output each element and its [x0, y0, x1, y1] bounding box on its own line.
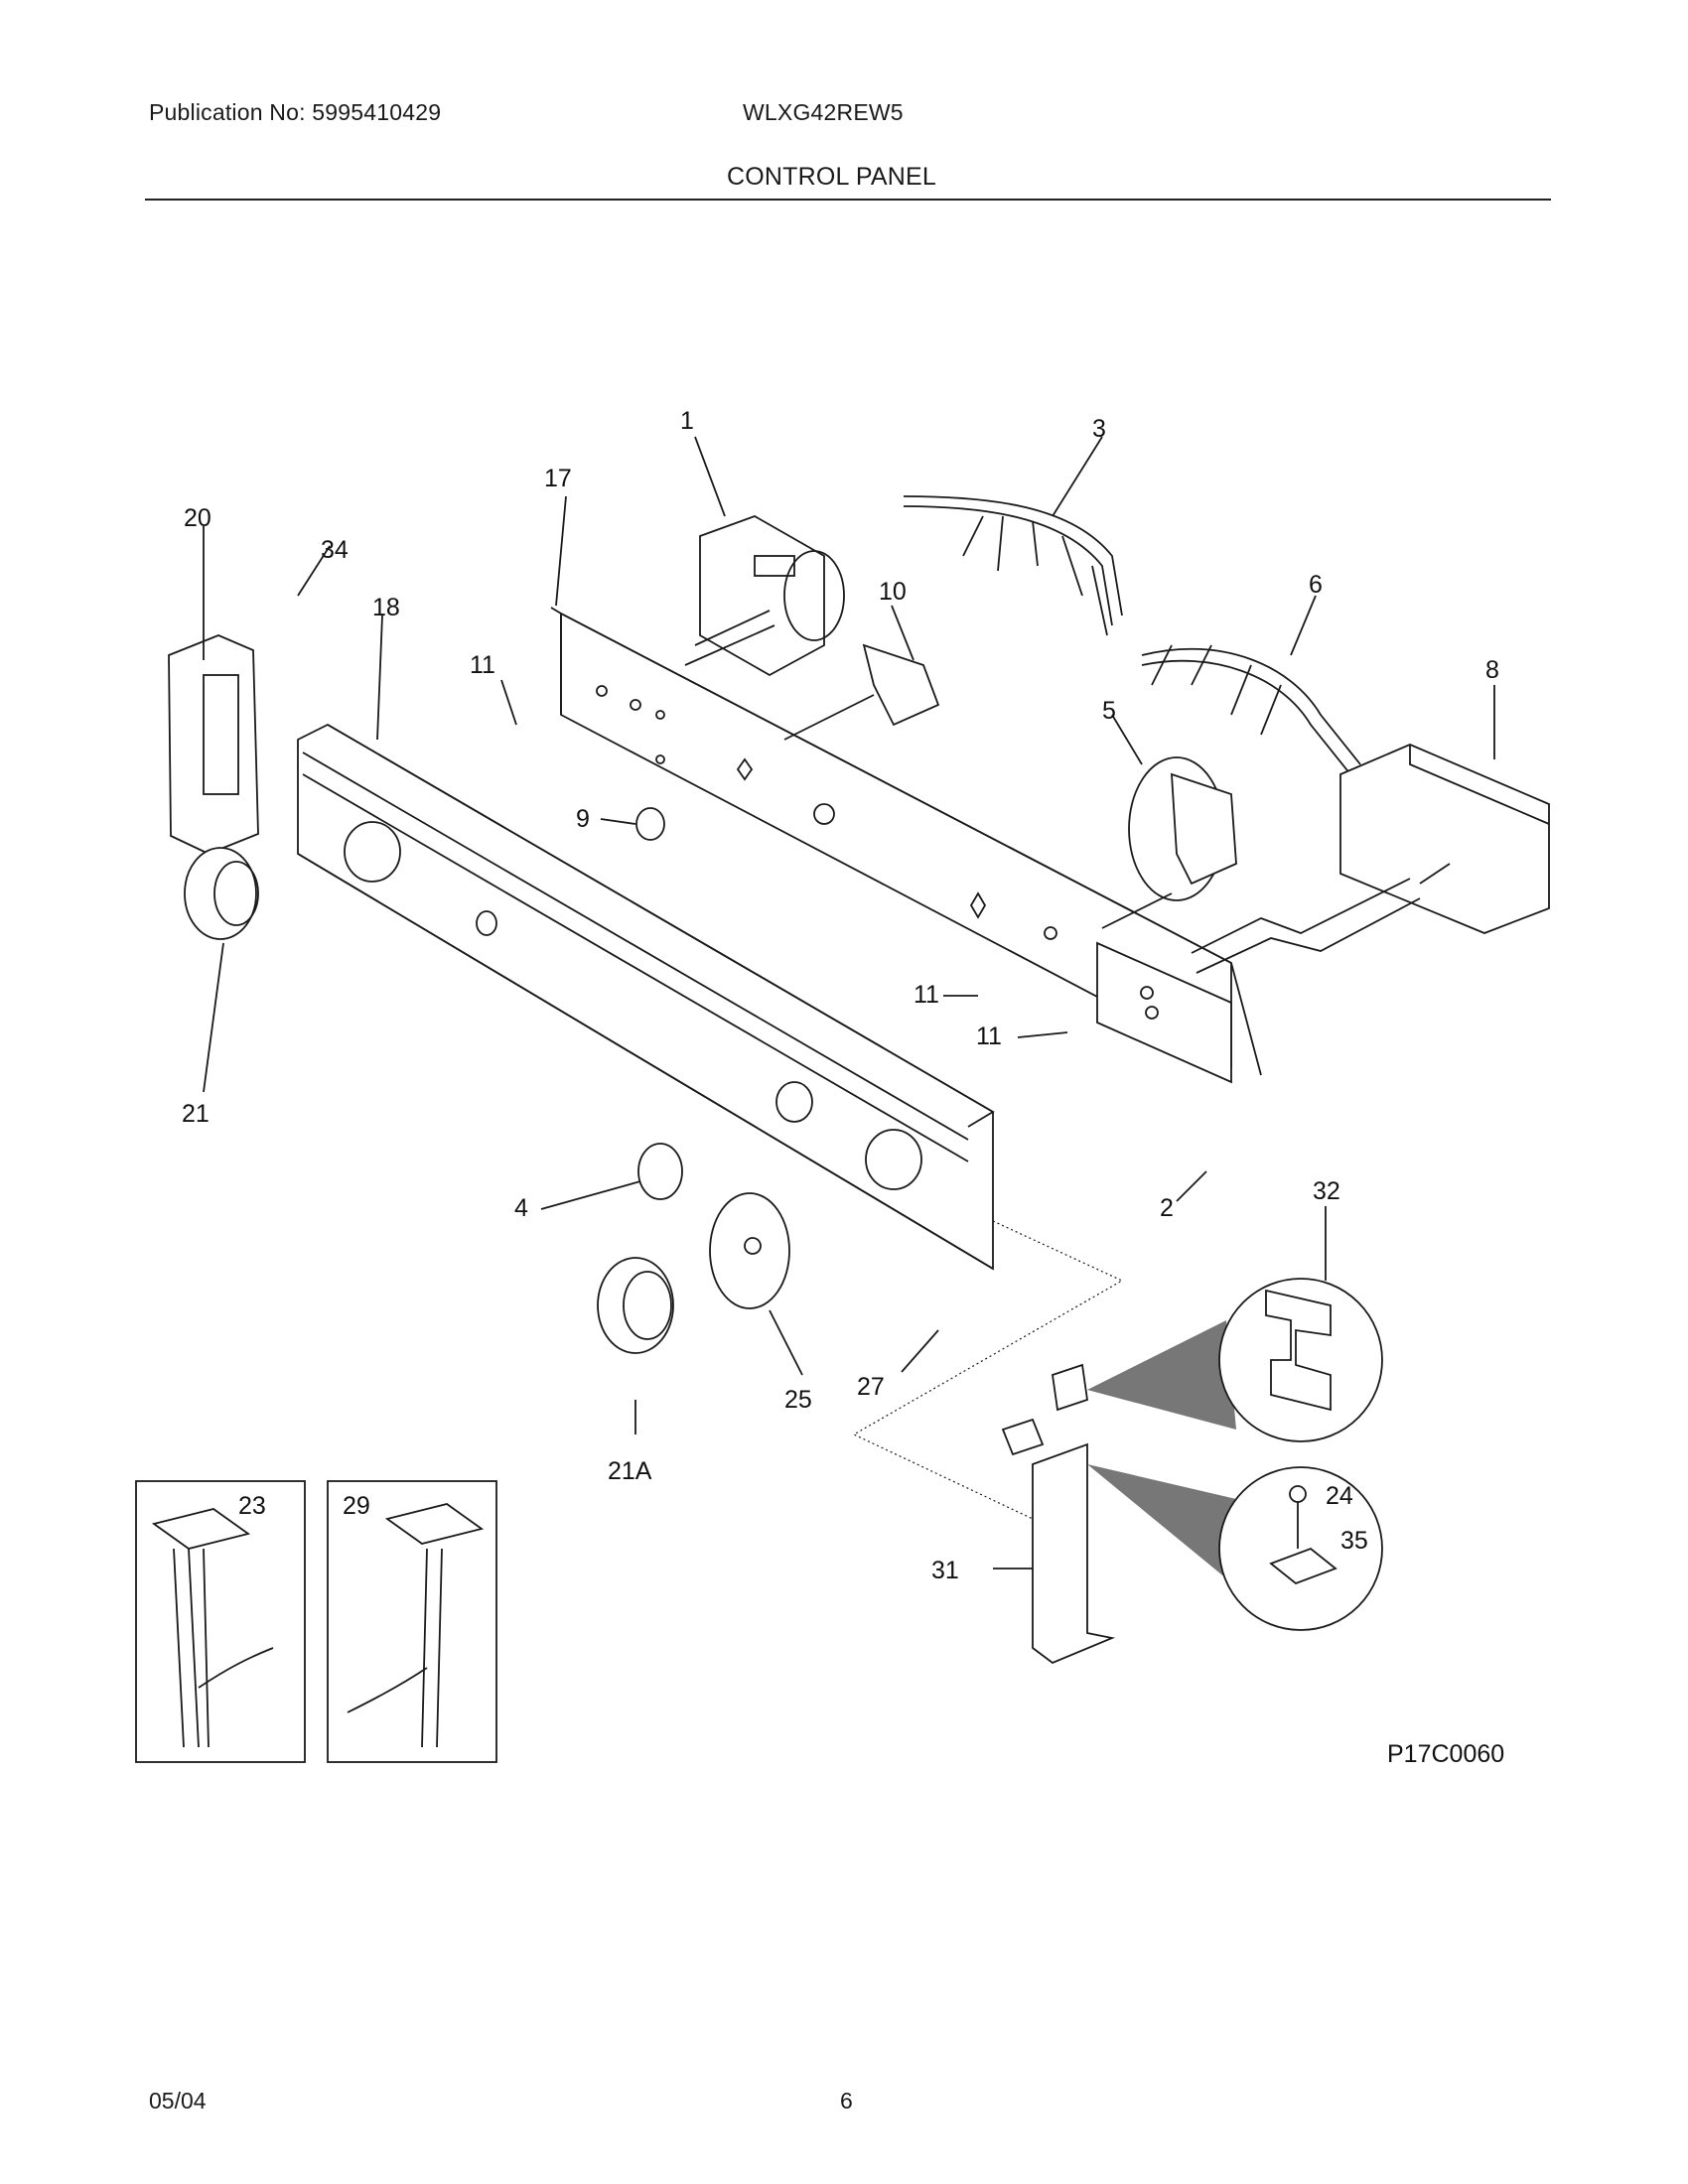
- callout-20: 20: [184, 504, 211, 532]
- callout-21: 21: [182, 1100, 210, 1128]
- inset-box-part-23: [135, 1480, 306, 1763]
- figure-code: P17C0060: [1387, 1740, 1504, 1768]
- footer-page-number: 6: [840, 2088, 853, 2114]
- zoom-cone-35: [1087, 1464, 1236, 1578]
- section-title: CONTROL PANEL: [727, 163, 936, 191]
- callout-29: 29: [343, 1492, 370, 1520]
- callout-31: 31: [931, 1557, 959, 1584]
- callout-17: 17: [544, 465, 572, 492]
- inset-box-part-29: [327, 1480, 497, 1763]
- left-end-cap-part-20: [168, 634, 259, 855]
- callout-11-middle: 11: [914, 981, 939, 1009]
- header-rule: [145, 199, 1551, 201]
- knob-part-21a: [597, 1257, 674, 1354]
- knob-part-9: [635, 807, 665, 841]
- clip-35-small: [1001, 1418, 1045, 1456]
- bracket-part-31: [1032, 1442, 1116, 1665]
- zoom-cone-32: [1087, 1320, 1236, 1430]
- callout-18: 18: [372, 594, 400, 621]
- callout-8: 8: [1485, 656, 1499, 684]
- wire-route: [1191, 878, 1421, 974]
- water-level-switch-part-5: [1101, 756, 1237, 929]
- publication-number: Publication No: 5995410429: [149, 99, 442, 125]
- leader-lines: [203, 436, 1495, 1570]
- callout-4: 4: [514, 1194, 528, 1222]
- model-number: WLXG42REW5: [743, 99, 904, 125]
- callout-1: 1: [680, 407, 694, 435]
- knob-part-4: [637, 1143, 683, 1200]
- callout-25: 25: [784, 1386, 812, 1414]
- callout-21a: 21A: [608, 1457, 652, 1485]
- callout-32: 32: [1313, 1177, 1340, 1205]
- detail-circle-32: [1218, 1278, 1383, 1442]
- callout-6: 6: [1309, 571, 1323, 599]
- callout-27: 27: [857, 1373, 885, 1401]
- callout-10: 10: [879, 578, 907, 606]
- callout-2: 2: [1160, 1194, 1174, 1222]
- timer-part-1: [684, 515, 845, 677]
- callout-11-right: 11: [976, 1023, 1002, 1050]
- right-end-bracket: [1096, 941, 1232, 1084]
- callout-23: 23: [238, 1492, 266, 1520]
- callout-9: 9: [576, 805, 590, 833]
- footer-date: 05/04: [149, 2088, 207, 2114]
- detail-circle-35: [1218, 1466, 1383, 1631]
- callout-34: 34: [321, 536, 349, 564]
- rear-panel-part-17: [550, 607, 1262, 1076]
- callout-3: 3: [1092, 415, 1106, 443]
- front-console-part-18: [297, 723, 995, 1271]
- ground-wire: [852, 1220, 1124, 1520]
- selector-switch-part-10: [783, 643, 940, 741]
- wiring-harness-part-3: [903, 495, 1123, 636]
- callout-24: 24: [1326, 1482, 1353, 1510]
- knob-part-21: [184, 847, 259, 940]
- callout-5: 5: [1102, 697, 1116, 725]
- clip-32-small: [1052, 1363, 1088, 1412]
- callout-11-left: 11: [470, 651, 495, 679]
- dial-skirt-part-25: [709, 1192, 790, 1309]
- callout-35: 35: [1340, 1527, 1368, 1555]
- motor-assembly-part-8: [1339, 744, 1550, 934]
- wiring-harness-part-6: [1141, 644, 1361, 775]
